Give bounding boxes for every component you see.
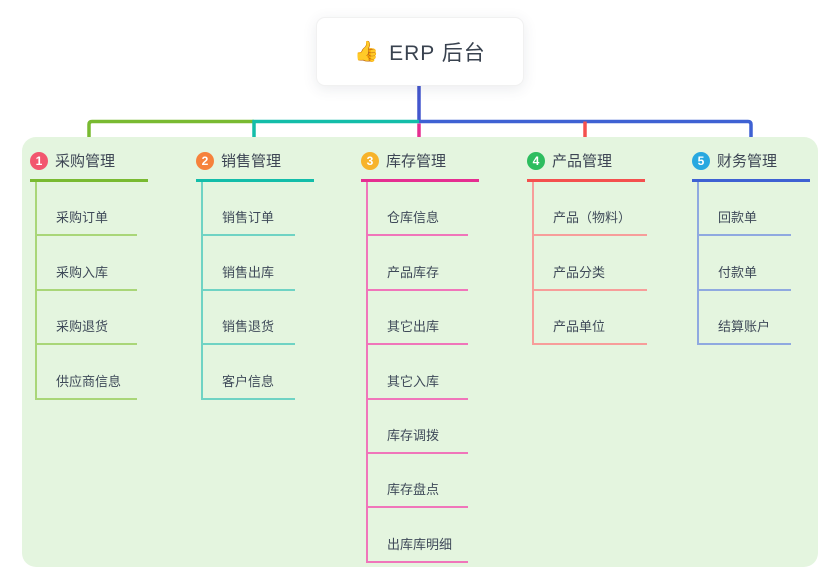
priority-badge-icon: 4 xyxy=(527,151,545,170)
child-node[interactable]: 产品库存 xyxy=(368,236,469,291)
child-node[interactable]: 出库库明细 xyxy=(368,508,469,563)
branch-header[interactable]: 3 库存管理 xyxy=(361,146,479,182)
branch-column-4: 4 产品管理产品（物料）产品分类产品单位 xyxy=(527,146,677,346)
root-label: ERP 后台 xyxy=(389,41,486,65)
child-node[interactable]: 销售退货 xyxy=(203,291,295,346)
branch-label: 销售管理 xyxy=(221,153,282,170)
branch-children: 采购订单采购入库采购退货供应商信息 xyxy=(35,182,138,400)
child-node[interactable]: 产品分类 xyxy=(534,236,648,291)
branch-column-2: 2 销售管理销售订单销售出库销售退货客户信息 xyxy=(196,146,346,400)
branch-header[interactable]: 5 财务管理 xyxy=(692,146,810,182)
child-node[interactable]: 回款单 xyxy=(699,182,791,237)
child-node[interactable]: 供应商信息 xyxy=(37,345,138,400)
branch-header[interactable]: 1 采购管理 xyxy=(30,146,148,182)
priority-badge-icon: 1 xyxy=(30,151,48,170)
child-node[interactable]: 采购退货 xyxy=(37,291,138,346)
child-node[interactable]: 其它出库 xyxy=(368,291,469,346)
child-node[interactable]: 客户信息 xyxy=(203,345,295,400)
branch-children: 销售订单销售出库销售退货客户信息 xyxy=(201,182,295,400)
branch-label: 采购管理 xyxy=(55,153,116,170)
child-node[interactable]: 其它入库 xyxy=(368,345,469,400)
child-node[interactable]: 库存盘点 xyxy=(368,454,469,509)
branch-header[interactable]: 4 产品管理 xyxy=(527,146,645,182)
branch-column-3: 3 库存管理仓库信息产品库存其它出库其它入库库存调拨库存盘点出库库明细 xyxy=(361,146,511,563)
branch-column-5: 5 财务管理回款单付款单结算账户 xyxy=(692,146,839,346)
priority-badge-icon: 2 xyxy=(196,151,214,170)
child-node[interactable]: 销售订单 xyxy=(203,182,295,237)
branch-label: 库存管理 xyxy=(386,153,447,170)
child-node[interactable]: 销售出库 xyxy=(203,236,295,291)
child-node[interactable]: 结算账户 xyxy=(699,291,791,346)
child-node[interactable]: 产品（物料） xyxy=(534,182,648,237)
priority-badge-icon: 3 xyxy=(361,151,379,170)
branch-label: 产品管理 xyxy=(552,153,613,170)
child-node[interactable]: 产品单位 xyxy=(534,291,648,346)
branch-children: 回款单付款单结算账户 xyxy=(697,182,791,346)
priority-badge-icon: 5 xyxy=(692,151,710,170)
branch-children: 仓库信息产品库存其它出库其它入库库存调拨库存盘点出库库明细 xyxy=(366,182,469,563)
child-node[interactable]: 库存调拨 xyxy=(368,400,469,454)
child-node[interactable]: 仓库信息 xyxy=(368,182,469,237)
thumbs-up-icon: 👍 xyxy=(354,41,381,63)
child-node[interactable]: 付款单 xyxy=(699,236,791,291)
child-node[interactable]: 采购订单 xyxy=(37,182,138,237)
branch-children: 产品（物料）产品分类产品单位 xyxy=(532,182,648,346)
child-node[interactable]: 采购入库 xyxy=(37,236,138,291)
branch-column-1: 1 采购管理采购订单采购入库采购退货供应商信息 xyxy=(30,146,180,400)
branch-label: 财务管理 xyxy=(717,153,778,170)
branches-panel xyxy=(22,137,818,567)
root-node[interactable]: 👍 ERP 后台 xyxy=(316,17,524,86)
branch-header[interactable]: 2 销售管理 xyxy=(196,146,314,182)
